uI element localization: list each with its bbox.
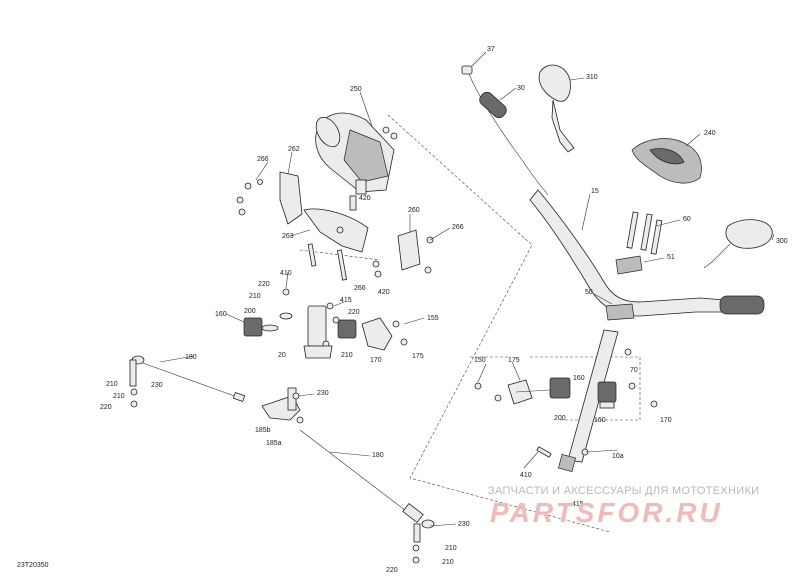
label-415-b: 415 [572,501,584,508]
label-210-b: 210 [341,352,353,359]
label-10a: 10a [612,453,624,460]
label-180-a: 180 [185,354,197,361]
column-bushing-assembly [474,377,617,405]
mirror-right [703,219,773,269]
hand-grip-right [719,295,765,315]
part-labels: 37 310 30 240 15 60 300 51 50 250 266 26… [100,46,788,574]
label-60: 60 [683,216,691,223]
label-150: 150 [474,357,486,364]
label-420-a: 420 [359,195,371,202]
label-160-b: 160 [573,375,585,382]
label-30: 30 [517,85,525,92]
label-180-b: 180 [372,452,384,459]
handlebar-clamp-bolts [605,211,663,321]
label-185b: 185b [255,427,271,434]
lower-clamp [605,303,635,321]
label-15: 15 [591,188,599,195]
label-266-a: 266 [257,156,269,163]
label-37: 37 [487,46,495,53]
label-170-b: 170 [660,417,672,424]
label-175-a: 175 [412,353,424,360]
label-160-a: 160 [215,311,227,318]
label-210-c: 210 [106,381,118,388]
watermark-logo: PARTSFOR.RU [490,497,723,528]
label-160-c: 160 [594,417,606,424]
label-220-c: 220 [100,404,112,411]
handlebar [529,189,765,317]
label-70: 70 [630,367,638,374]
mirror-left [538,64,575,153]
cable-end-37 [461,65,473,75]
label-300: 300 [776,238,788,245]
label-170-a: 170 [370,357,382,364]
label-210-e: 210 [445,545,457,552]
label-155: 155 [427,315,439,322]
label-415-a: 415 [340,297,352,304]
label-200-a: 200 [244,308,256,315]
label-230-a: 230 [151,382,163,389]
label-420-b: 420 [378,289,390,296]
label-175-b: 175 [508,357,520,364]
label-266-c: 266 [354,285,366,292]
label-210-f: 210 [442,559,454,566]
label-310: 310 [586,74,598,81]
label-200-b: 200 [554,415,566,422]
label-262: 262 [288,146,300,153]
label-230-b: 230 [317,390,329,397]
label-220-a: 220 [258,281,270,288]
watermark-text: ЗАПЧАСТИ И АКСЕССУАРЫ ДЛЯ МОТОТЕХНИКИ [488,485,760,497]
leader-lines [159,51,775,527]
label-210-d: 210 [113,393,125,400]
label-260: 260 [408,207,420,214]
lower-column-assembly [243,288,408,359]
label-263: 263 [282,233,294,240]
label-220-d: 220 [386,567,398,574]
handguard [631,138,702,184]
label-230-c: 230 [458,521,470,528]
label-210-a: 210 [249,293,261,300]
support-plate [372,229,434,278]
mounting-bracket [236,171,369,281]
label-185a: 185a [266,440,282,447]
label-250: 250 [350,86,362,93]
diagram-code: 23T20350 [17,562,49,569]
label-266-b: 266 [452,224,464,231]
tie-rod-lower [299,429,435,564]
label-50: 50 [585,289,593,296]
steering-column [536,329,658,473]
power-steering-unit [315,112,398,211]
throttle-cable [467,71,549,196]
throttle-grip [461,65,507,119]
label-410-b: 410 [520,472,532,479]
label-240: 240 [704,130,716,137]
pitman-arm [261,387,304,424]
upper-clamp [615,255,643,275]
label-51: 51 [667,254,675,261]
label-220-b: 220 [348,309,360,316]
tie-rod-upper [129,355,246,408]
bushing-160 [243,317,263,337]
label-410-a: 410 [280,270,292,277]
label-20: 20 [278,352,286,359]
